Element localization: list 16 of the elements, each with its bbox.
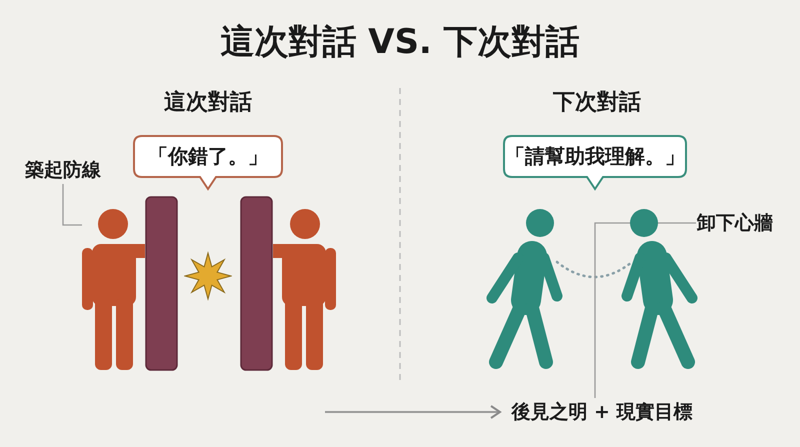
caption-text: 後見之明 + 現實目標 <box>502 398 702 426</box>
section-heading: 這次對話 <box>163 90 253 116</box>
person-figure <box>273 208 336 370</box>
person-figure <box>82 208 145 370</box>
speech-bubble: 「你錯了。」 <box>133 135 283 191</box>
speech-bubble: 「請幫助我理解。」 <box>503 135 687 191</box>
arrow <box>325 405 501 419</box>
callout-text: 築起防線 <box>20 157 106 183</box>
wall <box>145 196 178 371</box>
section-heading: 下次對話 <box>552 90 642 116</box>
dotted-connector <box>556 260 634 278</box>
wall <box>240 196 273 371</box>
leader-line <box>62 184 82 226</box>
title: 這次對話 VS. 下次對話 <box>219 22 581 63</box>
callout-text: 卸下心牆 <box>696 210 774 236</box>
leader-line <box>594 222 696 398</box>
